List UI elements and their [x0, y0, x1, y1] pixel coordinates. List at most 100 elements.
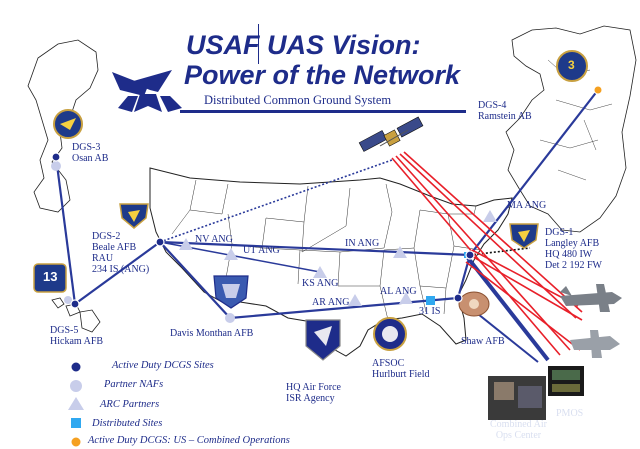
label-hq-isr: HQ Air Force ISR Agency: [286, 382, 341, 404]
legend-partner-marker: [70, 380, 82, 392]
site-ramstein: [593, 85, 603, 95]
label-dgs2-line3: RAU: [92, 253, 114, 264]
langley-wing-badge-icon: [509, 223, 539, 249]
legend-arc-label: ARC Partners: [100, 399, 160, 410]
red-link-7: [471, 249, 579, 307]
label-in-ang: IN ANG: [345, 238, 380, 249]
label-dgs1-line2: Langley AFB: [545, 238, 600, 249]
label-combined-ops-line1: Combined Air: [490, 419, 547, 430]
label-dgs2-line1: DGS-2: [92, 231, 121, 242]
beale-wing-badge-icon: [119, 203, 149, 229]
network-links: [54, 89, 599, 363]
red-link-6: [465, 261, 581, 351]
legend-arc-marker: [68, 397, 84, 410]
red-link-1: [391, 157, 561, 356]
link-langley-combined: [466, 256, 550, 362]
legend-markers: [68, 361, 84, 448]
uav-aircraft-icon: [560, 284, 622, 312]
label-dgs1-line1: DGS-1: [545, 227, 574, 238]
label-dgs3: DGS-3 Osan AB: [72, 142, 108, 164]
uav-aircraft-small-icon: [570, 330, 620, 358]
label-dgs1: DGS-1 Langley AFB HQ 480 IW Det 2 192 FW: [545, 227, 602, 271]
label-dgs4-line2: Ramstein AB: [478, 111, 532, 122]
subtitle: Distributed Common Ground System: [204, 93, 392, 107]
air-force-symbol-icon: [112, 70, 182, 112]
label-dgs3-line2: Osan AB: [72, 153, 109, 164]
site-hickam: [70, 299, 80, 309]
label-dgs4-line1: DGS-4: [478, 100, 507, 111]
label-shaw: Shaw AFB: [461, 336, 505, 347]
label-pmos: PMOS: [556, 408, 584, 419]
red-link-4: [403, 151, 583, 313]
label-hq-isr-line2: ISR Agency: [286, 393, 335, 404]
link-langley-shaw: [456, 254, 472, 299]
label-afsoc: AFSOC Hurlburt Field: [372, 358, 430, 380]
pmos-photo: [548, 366, 584, 396]
site-osan: [51, 152, 61, 162]
legend-combined-label: Active Duty DCGS: US – Combined Operatio…: [88, 435, 290, 446]
partner-naf-hickam: [64, 296, 72, 304]
label-dgs5: DGS-5 Hickam AFB: [50, 325, 103, 347]
red-link-5: [469, 254, 583, 321]
link-dgs3-dgs5: [54, 156, 77, 305]
distributed-site-31is: [426, 296, 435, 305]
pacaf-badge-icon: [33, 263, 67, 293]
shaw-badge-icon: [458, 291, 490, 317]
legend-partner-label: Partner NAFs: [104, 379, 164, 390]
satellite-links: [391, 151, 583, 356]
link-davis-shaw: [229, 296, 459, 320]
label-ma-ang: MA ANG: [507, 200, 547, 211]
arc-ks: [313, 266, 327, 278]
link-beale-davis: [159, 241, 231, 319]
link-beale-satellite: [159, 159, 393, 243]
label-dgs2-line2: Beale AFB: [92, 242, 137, 253]
isr-agency-badge-icon: [305, 319, 341, 361]
label-dgs1-line3: HQ 480 IW: [545, 249, 593, 260]
title-line-1: USAF UAS Vision:: [186, 30, 421, 60]
legend-active-marker: [70, 361, 82, 373]
satellite-icon: [358, 116, 424, 152]
label-ar-ang: AR ANG: [312, 297, 350, 308]
arc-ut: [224, 248, 238, 260]
arc-nv: [179, 238, 193, 250]
label-afsoc-line2: Hurlburt Field: [372, 369, 430, 380]
label-ks-ang: KS ANG: [302, 278, 339, 289]
label-dgs5-line2: Hickam AFB: [50, 336, 104, 347]
label-ut-ang: UT ANG: [243, 245, 280, 256]
label-31-is: 31 IS: [419, 306, 441, 317]
legend-distributed-label: Distributed Sites: [92, 418, 163, 429]
active-sites: [51, 152, 475, 309]
site-shaw: [453, 293, 463, 303]
legend-active-label: Active Duty DCGS Sites: [112, 360, 214, 371]
link-langley-ramstein: [469, 89, 599, 256]
afsoc-badge-icon: [373, 317, 407, 351]
link-beale-langley: [159, 240, 471, 257]
label-dgs2: DGS-2 Beale AFB RAU 234 IS (ANG): [92, 231, 149, 275]
label-al-ang: AL ANG: [380, 286, 417, 297]
acc-badge-icon: [213, 275, 249, 309]
label-dgs5-line1: DGS-5: [50, 325, 79, 336]
label-dgs1-line4: Det 2 192 FW: [545, 260, 602, 271]
subtitle-underline: [180, 110, 466, 113]
title-divider: [258, 24, 259, 64]
partner-naf-davis: [225, 313, 235, 323]
combined-ops-photo: [488, 376, 546, 420]
label-dgs2-line4: 234 IS (ANG): [92, 264, 150, 275]
pacaf-badge-number: 13: [43, 269, 58, 284]
site-langley: [465, 250, 475, 260]
link-dgs5-beale: [74, 241, 161, 305]
label-dgs3-line1: DGS-3: [72, 142, 101, 153]
label-hq-isr-line1: HQ Air Force: [286, 382, 341, 393]
title-line-2: Power of the Network: [184, 60, 461, 90]
red-link-2: [395, 155, 571, 351]
arc-partners: [179, 210, 497, 306]
arc-ma: [483, 210, 497, 222]
site-beale: [155, 237, 165, 247]
red-link-3: [399, 153, 577, 319]
partner-naf-osan: [51, 161, 61, 171]
usafe-badge-icon: [556, 50, 588, 82]
arc-in: [393, 246, 407, 258]
arc-ar: [348, 294, 362, 306]
